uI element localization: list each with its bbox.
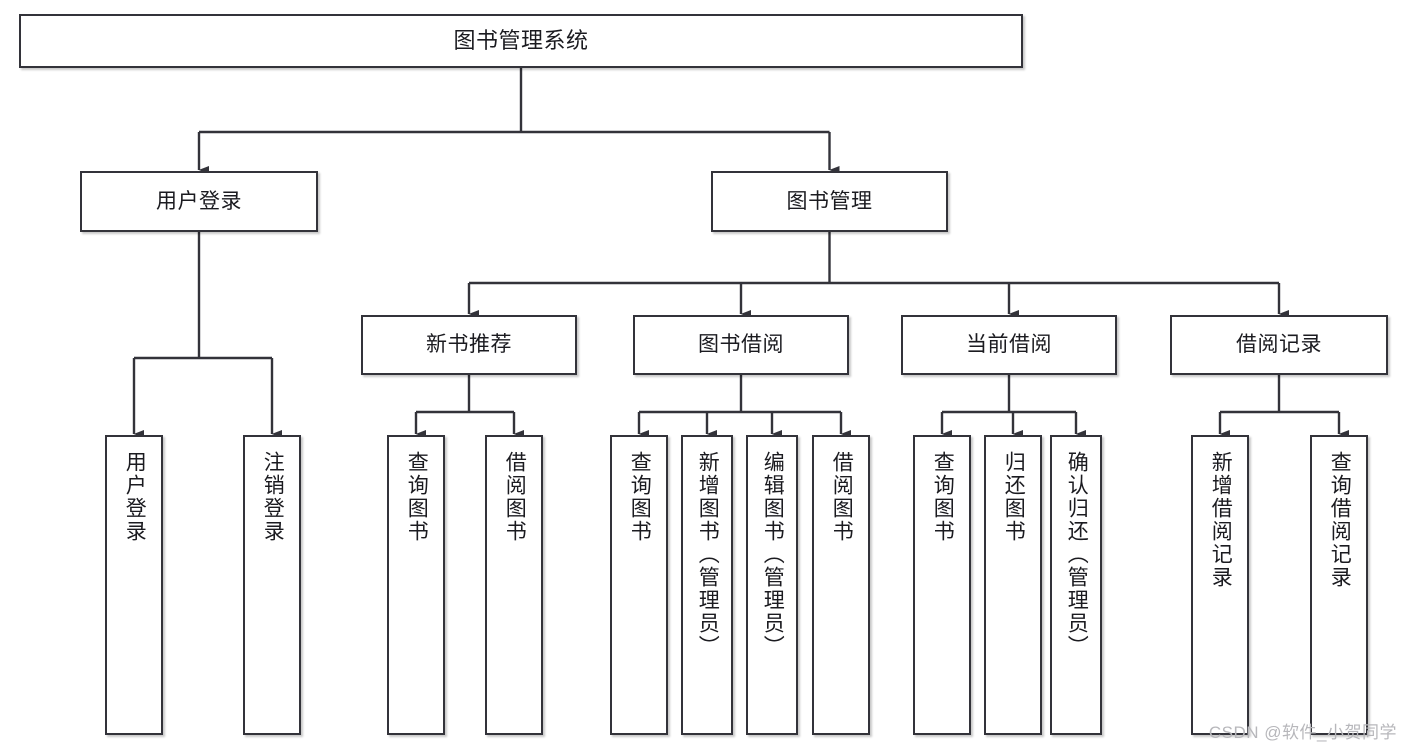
node-label: 注销登录 (261, 451, 285, 543)
node-label: 当前借阅 (966, 333, 1052, 357)
node-label: 借阅图书 (830, 451, 854, 543)
node-loan-record[interactable]: 借阅记录 (1170, 315, 1388, 375)
node-label: 确认归还（管理员） (1065, 451, 1089, 658)
node-book-mgmt[interactable]: 图书管理 (711, 171, 948, 232)
node-label: 查询借阅记录 (1328, 451, 1352, 589)
node-leaf-rec-borrow[interactable]: 借阅图书 (485, 435, 543, 735)
node-leaf-cur-return[interactable]: 归还图书 (984, 435, 1042, 735)
node-label: 查询图书 (405, 451, 429, 543)
node-label: 图书管理 (786, 189, 873, 213)
node-leaf-rec-search[interactable]: 查询借阅记录 (1310, 435, 1368, 735)
node-leaf-cur-query[interactable]: 查询图书 (913, 435, 971, 735)
node-leaf-cur-confirm[interactable]: 确认归还（管理员） (1050, 435, 1102, 735)
node-label: 借阅图书 (503, 451, 527, 543)
node-label: 查询图书 (628, 451, 652, 543)
node-user-login[interactable]: 用户登录 (80, 171, 318, 232)
node-label: 编辑图书（管理员） (761, 451, 785, 658)
node-label: 借阅记录 (1236, 333, 1322, 357)
node-book-borrow[interactable]: 图书借阅 (633, 315, 849, 375)
node-leaf-brw-borrow[interactable]: 借阅图书 (812, 435, 870, 735)
node-label: 图书借阅 (698, 333, 784, 357)
node-label: 图书管理系统 (453, 27, 589, 53)
node-leaf-user-login[interactable]: 用户登录 (105, 435, 163, 735)
node-label: 用户登录 (123, 451, 147, 543)
node-label: 查询图书 (931, 451, 955, 543)
node-leaf-brw-edit[interactable]: 编辑图书（管理员） (746, 435, 798, 735)
node-leaf-brw-query[interactable]: 查询图书 (610, 435, 668, 735)
node-label: 用户登录 (156, 189, 242, 213)
node-root[interactable]: 图书管理系统 (19, 14, 1023, 68)
node-new-book-rec[interactable]: 新书推荐 (361, 315, 577, 375)
node-label: 新增图书（管理员） (696, 451, 720, 658)
node-leaf-rec-query[interactable]: 查询图书 (387, 435, 445, 735)
watermark: CSDN @软件_小贺同学 (1208, 723, 1397, 742)
node-current-loan[interactable]: 当前借阅 (901, 315, 1117, 375)
node-leaf-user-logout[interactable]: 注销登录 (243, 435, 301, 735)
node-leaf-rec-add[interactable]: 新增借阅记录 (1191, 435, 1249, 735)
node-label: 归还图书 (1002, 451, 1026, 543)
node-leaf-brw-add[interactable]: 新增图书（管理员） (681, 435, 733, 735)
node-label: 新增借阅记录 (1209, 451, 1233, 589)
node-label: 新书推荐 (426, 333, 512, 357)
